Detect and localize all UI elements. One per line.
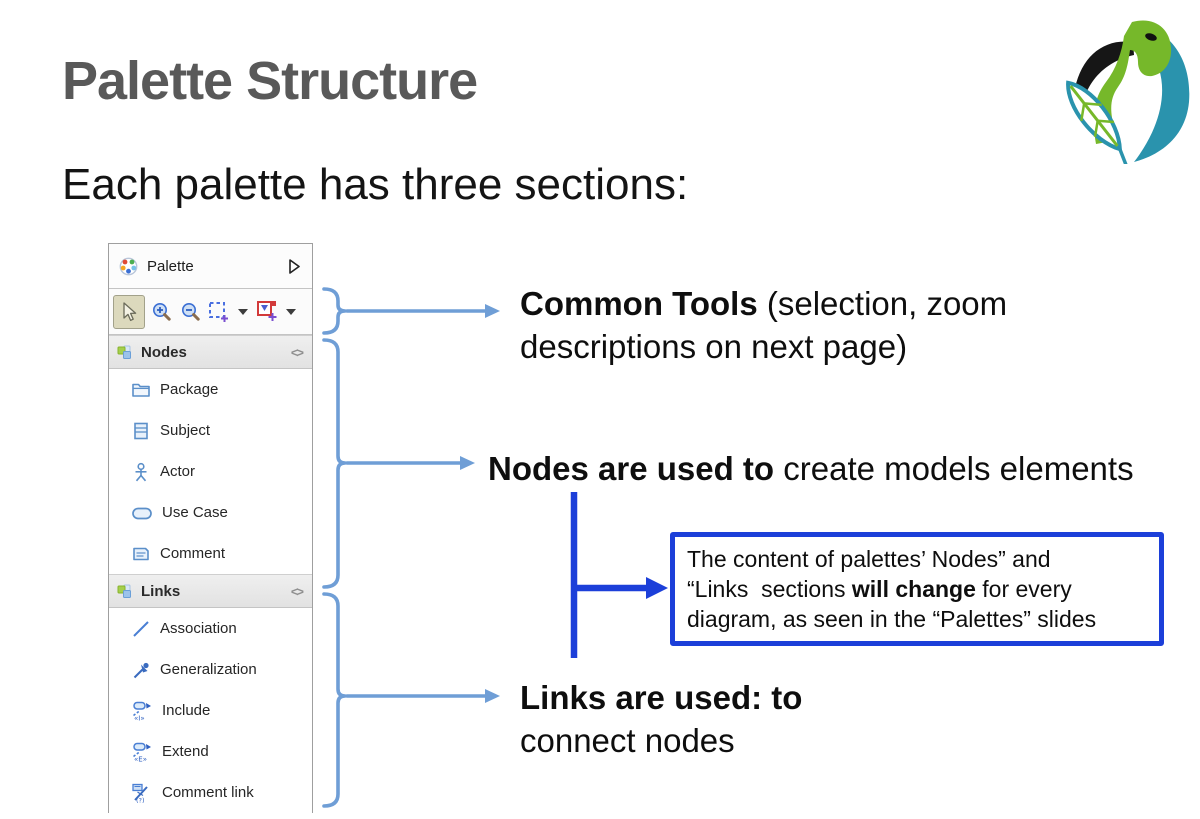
annotation-common-tools-bold: Common Tools [520, 285, 758, 322]
palette-panel: Palette [108, 243, 313, 813]
subject-box-icon [134, 422, 148, 439]
usecase-ellipse-icon [132, 507, 152, 519]
callout-line2-post: for every [975, 576, 1072, 602]
page-title: Palette Structure [62, 51, 478, 111]
papyrus-bird-logo [1066, 20, 1190, 164]
comment-note-icon [133, 547, 149, 560]
annotation-common-tools-rest: (selection, zoom [757, 285, 1008, 322]
folder-icon [132, 383, 150, 397]
palette-item-comment[interactable]: Comment [109, 533, 312, 574]
include-link-icon: «I» [133, 701, 151, 721]
item-label: Actor [160, 463, 196, 480]
cursor-icon [122, 301, 136, 321]
stack-dropdown-caret[interactable] [286, 308, 296, 315]
section-label: Nodes [141, 343, 187, 361]
callout-line3: diagram, as seen in the “Palettes” slide… [687, 606, 1097, 632]
item-label: Extend [162, 743, 209, 760]
palette-item-generalization[interactable]: Generalization [109, 649, 312, 690]
collapse-pin-icon[interactable]: <> [290, 344, 304, 360]
palette-item-subject[interactable]: Subject [109, 410, 312, 451]
page-subtitle: Each palette has three sections: [62, 160, 689, 209]
item-label: Use Case [162, 504, 228, 521]
svg-text:(?): (?) [136, 796, 145, 803]
callout-line2: “Links sections will change for every [687, 574, 1147, 604]
annotation-nodes-rest: create models elements [774, 450, 1134, 487]
svg-text:«I»: «I» [134, 714, 145, 721]
callout-box: The content of palettes’ Nodes” and “Lin… [670, 532, 1164, 646]
bracket-nodes [322, 338, 347, 589]
stack-tool-icon [256, 301, 276, 321]
item-label: Subject [160, 422, 211, 439]
marquee-dropdown-caret[interactable] [238, 308, 248, 315]
nodes-section-icon [117, 345, 131, 359]
comment-link-icon: (?) [132, 783, 148, 803]
svg-text:«E»: «E» [134, 755, 147, 762]
annotation-links-line2: connect nodes [520, 722, 735, 759]
callout-connector-arrowhead [646, 577, 668, 599]
actor-stickfigure-icon [135, 462, 147, 481]
annotation-common-tools-line2: descriptions on next page) [520, 328, 908, 365]
palette-item-usecase[interactable]: Use Case [109, 492, 312, 533]
callout-line2-pre: “Links sections [687, 576, 852, 602]
item-label: Comment [160, 545, 226, 562]
arrow-links-head [485, 689, 500, 703]
palette-item-association[interactable]: Association [109, 608, 312, 649]
palette-item-actor[interactable]: Actor [109, 451, 312, 492]
item-label: Include [162, 702, 211, 719]
item-label: Comment link [162, 784, 254, 801]
zoom-out-tool-button[interactable] [177, 296, 203, 328]
zoom-in-tool-button[interactable] [148, 296, 174, 328]
arrow-nodes-head [460, 456, 475, 470]
selection-tool-button[interactable] [113, 294, 145, 329]
item-label: Generalization [160, 661, 257, 678]
zoom-out-icon [181, 303, 200, 321]
palette-item-include[interactable]: «I» Include [109, 690, 312, 731]
section-header-nodes[interactable]: Nodes <> [109, 335, 312, 369]
collapse-pin-icon[interactable]: <> [290, 583, 304, 599]
annotation-nodes-bold: Nodes are used to [488, 450, 775, 487]
zoom-in-icon [152, 303, 171, 321]
arrow-common-tools-head [485, 304, 500, 318]
bracket-links [322, 592, 347, 808]
expand-triangle-icon[interactable] [289, 258, 300, 274]
palette-item-package[interactable]: Package [109, 369, 312, 410]
stack-tool-button[interactable] [254, 296, 280, 328]
palette-toolbar [109, 289, 312, 335]
annotation-links: Links are used: to connect nodes [520, 676, 802, 762]
bracket-common-tools [322, 287, 347, 335]
palette-title: Palette [147, 257, 194, 275]
item-label: Package [160, 381, 219, 398]
section-header-links[interactable]: Links <> [109, 574, 312, 608]
annotation-links-bold: Links are used: to [520, 679, 803, 716]
palette-header[interactable]: Palette [109, 244, 312, 289]
marquee-selection-tool-button[interactable] [206, 296, 232, 328]
links-section-icon [117, 584, 131, 598]
association-line-icon [133, 620, 149, 637]
marquee-icon [209, 301, 228, 322]
palette-item-extend[interactable]: «E» Extend [109, 731, 312, 772]
annotation-nodes: Nodes are used to create models elements [488, 447, 1134, 490]
item-label: Association [160, 620, 237, 637]
palette-item-comment-link[interactable]: (?) Comment link [109, 772, 312, 813]
callout-line2-bold: will change [851, 576, 976, 602]
generalization-arrow-icon [133, 662, 149, 678]
callout-line1: The content of palettes’ Nodes” and [687, 546, 1051, 572]
extend-link-icon: «E» [133, 742, 151, 762]
palette-icon [119, 257, 138, 275]
annotation-common-tools: Common Tools (selection, zoom description… [520, 282, 1007, 368]
leaf-icon [1066, 80, 1130, 164]
section-label: Links [141, 582, 181, 600]
